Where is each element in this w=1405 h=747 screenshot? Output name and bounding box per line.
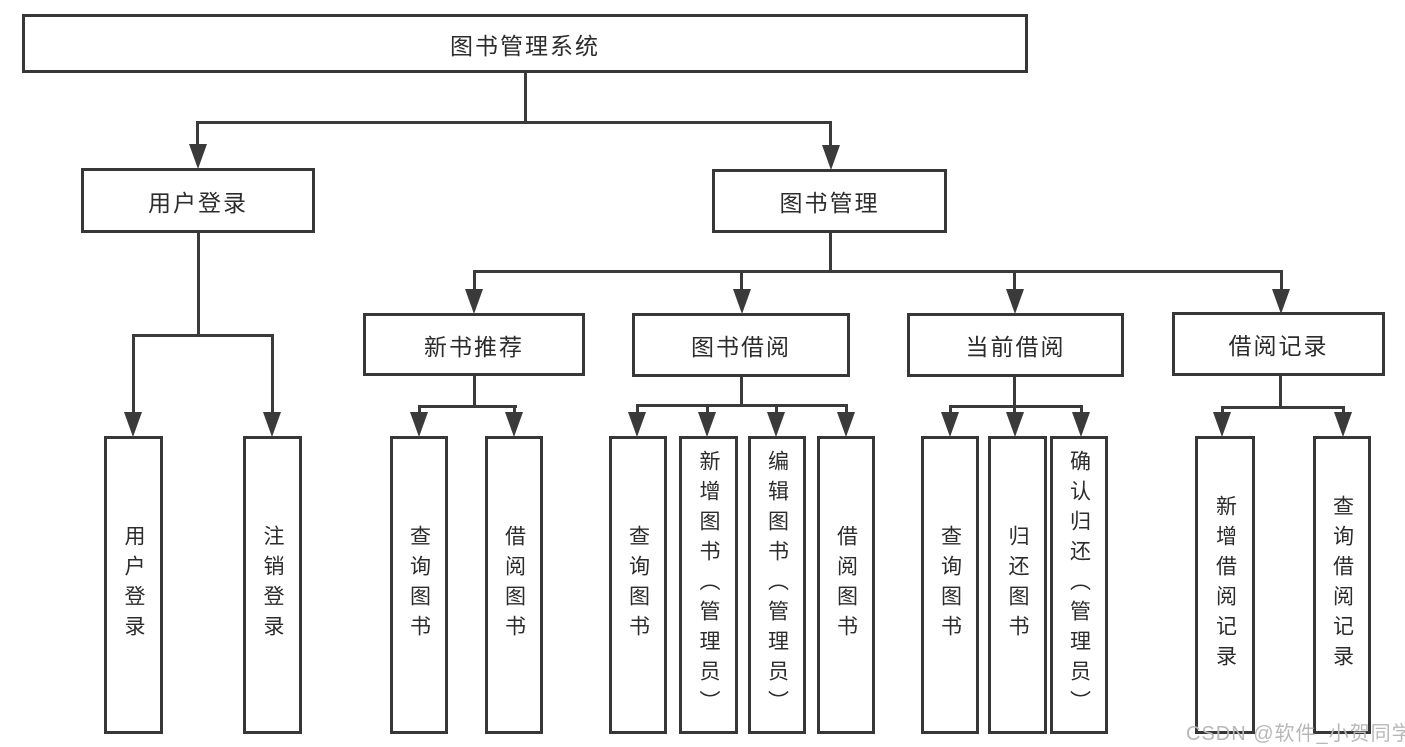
connector-line [197,233,200,337]
node-label: 借阅图书 [502,525,526,645]
connector-line [1279,376,1282,409]
leaf-user-login: 用户登录 [104,436,163,734]
connector-line [829,121,832,146]
leaf-add-books-admin: 新增图书（管理员） [679,436,738,734]
arrow-down-icon [1334,412,1352,437]
leaf-edit-books-admin: 编辑图书（管理员） [748,436,806,734]
arrow-down-icon [1272,289,1290,314]
node-label: 归还图书 [1006,525,1029,645]
node-label: 查询借阅记录 [1330,495,1354,675]
leaf-confirm-return-admin: 确认归还（管理员） [1050,436,1108,734]
arrow-down-icon [698,412,716,437]
connector-line [1280,270,1283,291]
node-label: 新书推荐 [424,333,524,360]
node-current-borrowing: 当前借阅 [907,313,1124,377]
connector-line [1342,406,1345,414]
connector-line [949,405,1083,408]
leaf-query-borrow-record: 查询借阅记录 [1313,436,1371,734]
node-book-management: 图书管理 [712,169,947,233]
leaf-add-borrow-record: 新增借阅记录 [1195,436,1255,734]
node-label: 图书借阅 [691,334,791,360]
node-label: 新增图书（管理员） [697,450,720,720]
connector-line [418,405,517,408]
connector-line [271,334,274,413]
connector-line [636,404,848,407]
connector-line [132,334,135,413]
arrow-down-icon [465,289,483,314]
connector-line [196,121,199,145]
node-label: 查询图书 [626,525,650,645]
connector-line [706,404,709,414]
leaf-logout: 注销登录 [243,436,302,734]
node-label: 用户登录 [122,525,145,645]
arrow-down-icon [628,412,646,437]
leaf-query-books-recommend: 查询图书 [390,436,448,734]
node-borrowing-records: 借阅记录 [1172,312,1385,376]
leaf-borrow-books-recommend: 借阅图书 [485,436,543,734]
arrow-down-icon [1006,289,1024,314]
arrow-down-icon [767,412,785,437]
connector-line [524,73,527,124]
connector-line [636,404,639,414]
arrow-down-icon [1072,412,1090,437]
connector-line [473,270,476,291]
csdn-watermark: CSDN @软件_小贺同学 [1186,723,1405,745]
node-label: 注销登录 [261,525,284,645]
node-book-borrowing: 图书借阅 [632,313,850,377]
connector-line [740,270,743,291]
connector-line [1013,377,1016,408]
node-user-login: 用户登录 [81,168,315,233]
leaf-query-books-borrowing: 查询图书 [609,436,667,734]
arrow-down-icon [733,289,751,314]
arrow-down-icon [1213,412,1231,437]
leaf-return-books: 归还图书 [988,436,1047,734]
connector-line [775,404,778,414]
arrow-down-icon [410,412,428,437]
arrow-down-icon [189,144,207,169]
node-root-library-management-system: 图书管理系统 [22,14,1028,73]
node-label: 查询图书 [407,525,431,645]
arrow-down-icon [941,412,959,437]
arrow-down-icon [124,412,142,437]
connector-line [1013,270,1016,291]
connector-line [1221,406,1345,409]
connector-line [1221,406,1224,414]
connector-line [418,405,421,414]
connector-line [132,334,274,337]
leaf-borrow-books: 借阅图书 [817,436,875,734]
node-label: 当前借阅 [965,334,1066,360]
connector-line [1080,405,1083,414]
node-label: 图书管理系统 [450,32,600,59]
node-label: 图书管理 [779,190,880,216]
connector-line [949,405,952,414]
connector-line [845,404,848,414]
connector-line [513,405,516,414]
connector-line [196,121,832,124]
connector-line [829,233,832,273]
node-label: 新增借阅记录 [1213,495,1237,675]
connector-line [473,376,476,408]
arrow-down-icon [837,412,855,437]
arrow-down-icon [505,412,523,437]
connector-line [740,377,743,407]
node-label: 借阅记录 [1228,333,1329,359]
node-label: 确认归还（管理员） [1067,450,1091,720]
node-label: 用户登录 [148,189,248,216]
arrow-down-icon [1006,412,1024,437]
arrow-down-icon [263,412,281,437]
arrow-down-icon [822,145,840,170]
connector-line [473,270,1283,273]
node-label: 编辑图书（管理员） [765,450,789,720]
node-label: 借阅图书 [834,525,858,645]
leaf-query-books-current: 查询图书 [921,436,979,734]
node-new-book-recommendation: 新书推荐 [363,313,585,376]
node-label: 查询图书 [938,525,962,645]
connector-line [1013,405,1016,414]
